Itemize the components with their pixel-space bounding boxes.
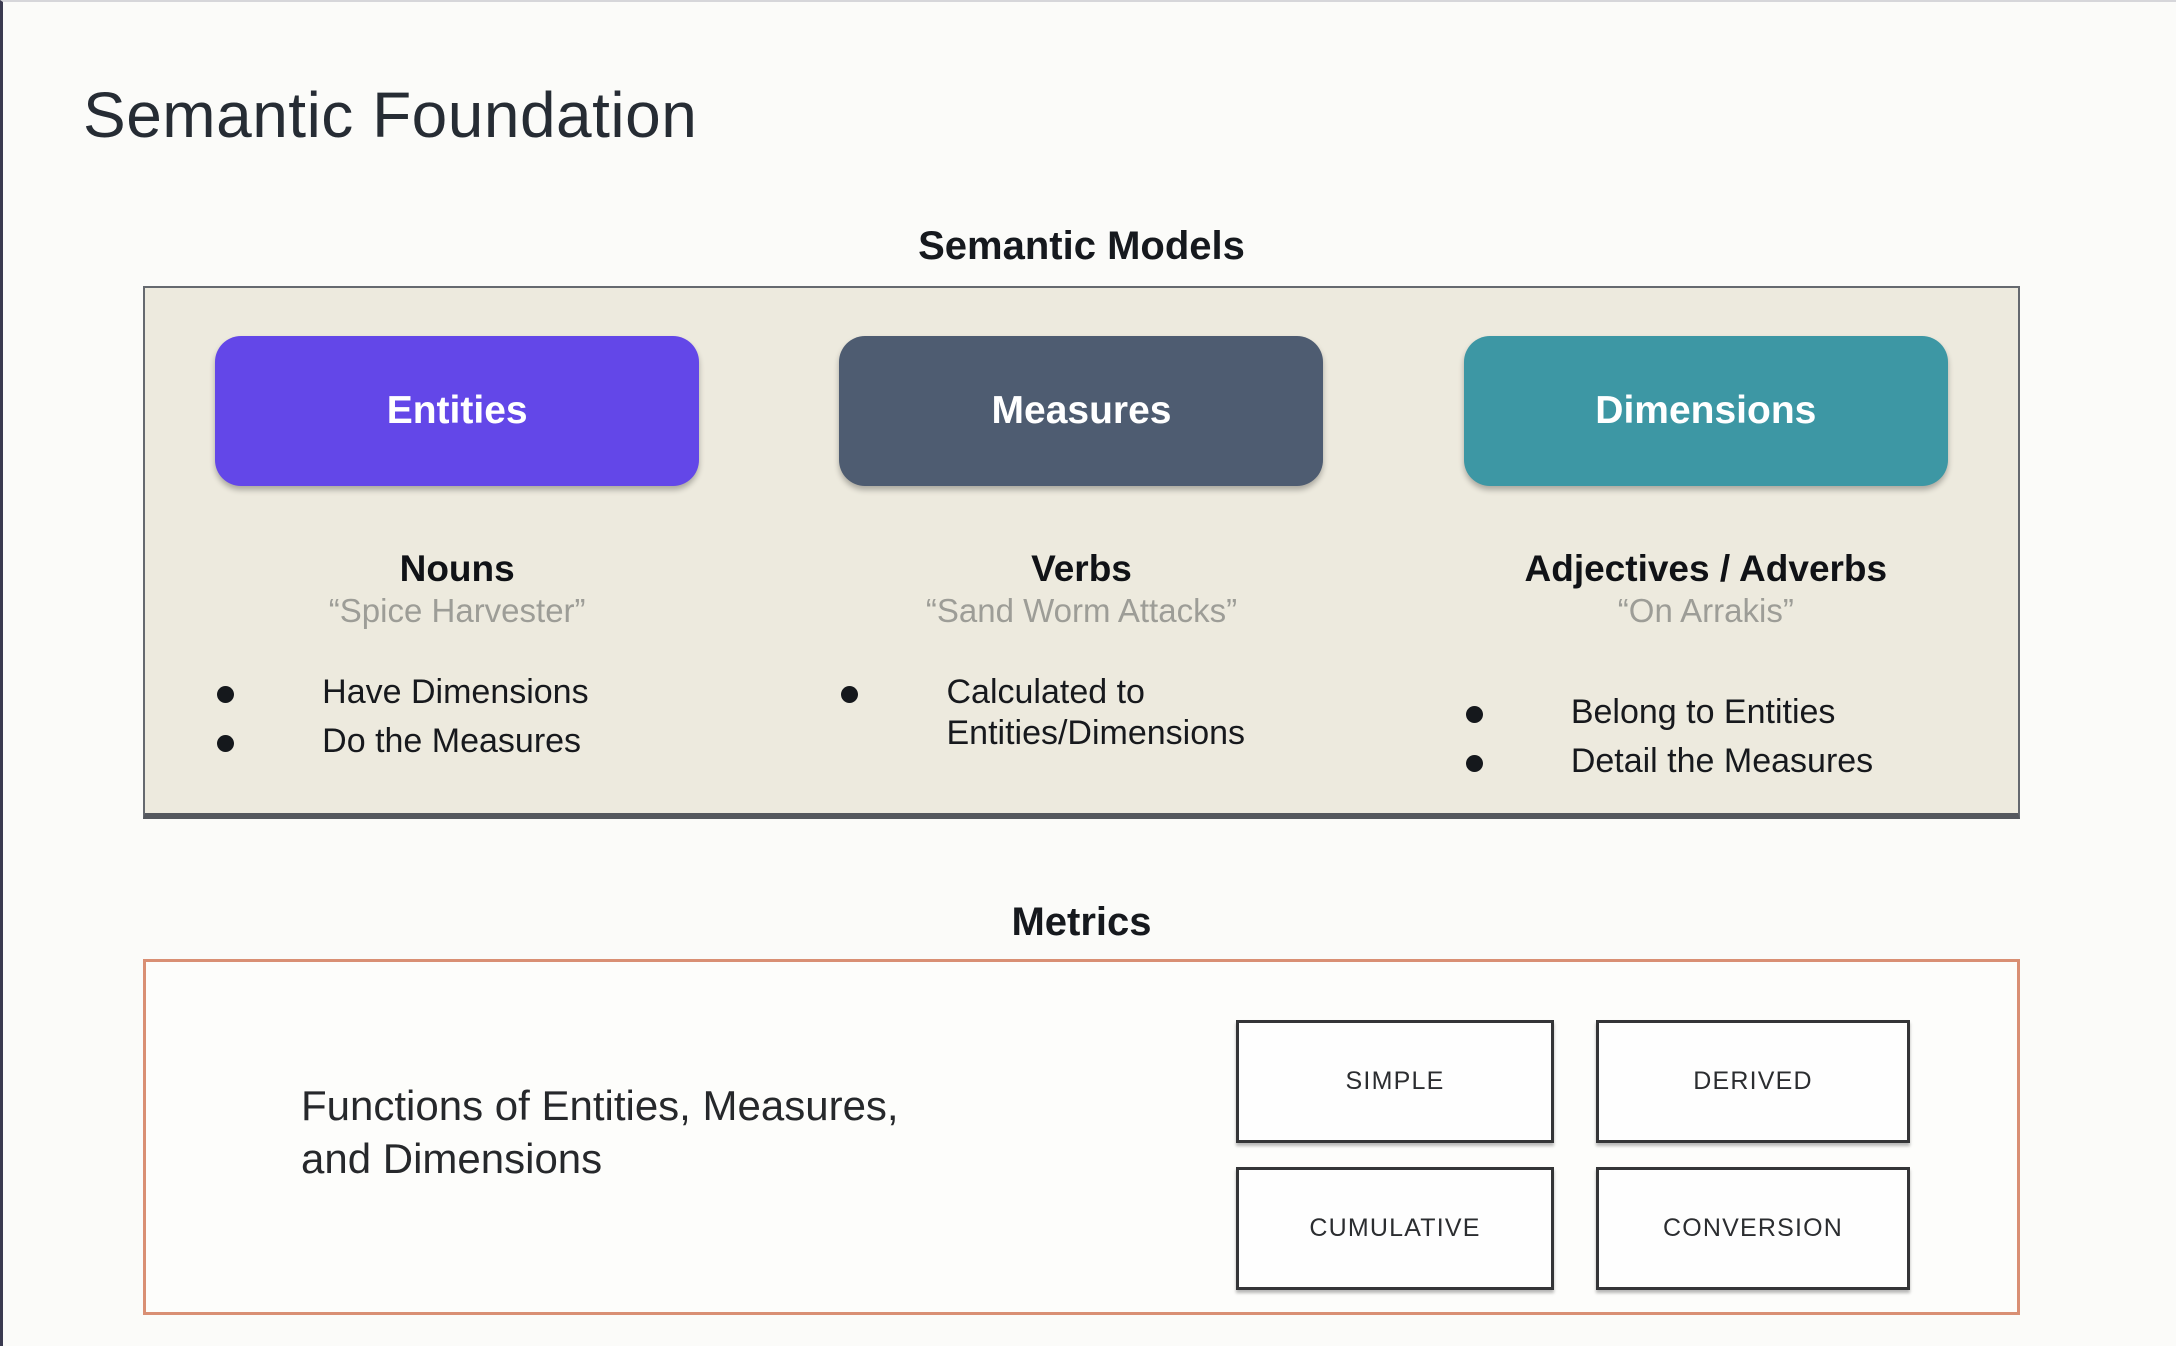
semantic-models-heading: Semantic Models (918, 224, 1245, 268)
metrics-description: Functions of Entities, Measures, and Dim… (301, 1080, 899, 1185)
measures-example-quote: “Sand Worm Attacks” (925, 592, 1238, 629)
metrics-description-line1: Functions of Entities, Measures, (301, 1082, 899, 1129)
bullet-text: Do the Measures (322, 722, 582, 761)
measures-pill: Measures (839, 336, 1324, 486)
dimensions-example-quote: “On Arrakis” (1617, 592, 1794, 629)
entities-bullet-list: Have Dimensions Do the Measures (217, 672, 697, 771)
entities-example-quote: “Spice Harvester” (328, 592, 586, 629)
metric-type-grid: SIMPLE DERIVED CUMULATIVE CONVERSION (1236, 1020, 1910, 1290)
metric-type-box-cumulative: CUMULATIVE (1236, 1167, 1554, 1290)
dimensions-pill: Dimensions (1463, 336, 1948, 486)
measures-bullet-list: Calculated to Entities/Dimensions (841, 672, 1321, 763)
bullet-text: Have Dimensions (322, 673, 589, 711)
metric-type-box-derived: DERIVED (1596, 1020, 1910, 1143)
metrics-description-line2: and Dimensions (301, 1134, 603, 1182)
list-item: Belong to Entities (1465, 692, 1946, 733)
dimensions-part-of-speech: Adjectives / Adverbs (1524, 548, 1888, 589)
metric-type-box-simple: SIMPLE (1236, 1020, 1554, 1143)
metrics-heading: Metrics (1011, 900, 1152, 944)
list-item: Do the Measures (217, 721, 697, 762)
semantic-models-columns: Entities Nouns “Spice Harvester” Have Di… (145, 288, 2018, 813)
bullet-dot-icon (1465, 755, 1483, 773)
measures-column: Measures Verbs “Sand Worm Attacks” Calcu… (769, 288, 1393, 813)
measures-part-of-speech: Verbs (1031, 548, 1132, 589)
entities-pill: Entities (215, 336, 700, 486)
metrics-panel: Functions of Entities, Measures, and Dim… (143, 959, 2020, 1315)
bullet-dot-icon (217, 686, 235, 703)
list-item: Calculated to Entities/Dimensions (841, 672, 1321, 755)
entities-column: Entities Nouns “Spice Harvester” Have Di… (145, 288, 769, 813)
page-title: Semantic Foundation (83, 79, 698, 151)
list-item: Have Dimensions (217, 672, 697, 713)
bullet-text: Detail the Measures (1570, 742, 1874, 781)
bullet-text: Calculated to Entities/Dimensions (946, 673, 1246, 753)
metric-type-box-conversion: CONVERSION (1596, 1167, 1910, 1290)
bullet-text: Belong to Entities (1570, 693, 1836, 731)
entities-part-of-speech: Nouns (399, 548, 515, 589)
bullet-dot-icon (217, 735, 235, 753)
bullet-dot-icon (841, 686, 859, 703)
bullet-dot-icon (1465, 706, 1483, 723)
semantic-models-panel: Entities Nouns “Spice Harvester” Have Di… (143, 286, 2020, 819)
list-item: Detail the Measures (1465, 741, 1946, 782)
dimensions-column: Dimensions Adjectives / Adverbs “On Arra… (1394, 288, 2018, 813)
dimensions-bullet-list: Belong to Entities Detail the Measures (1465, 692, 1946, 791)
